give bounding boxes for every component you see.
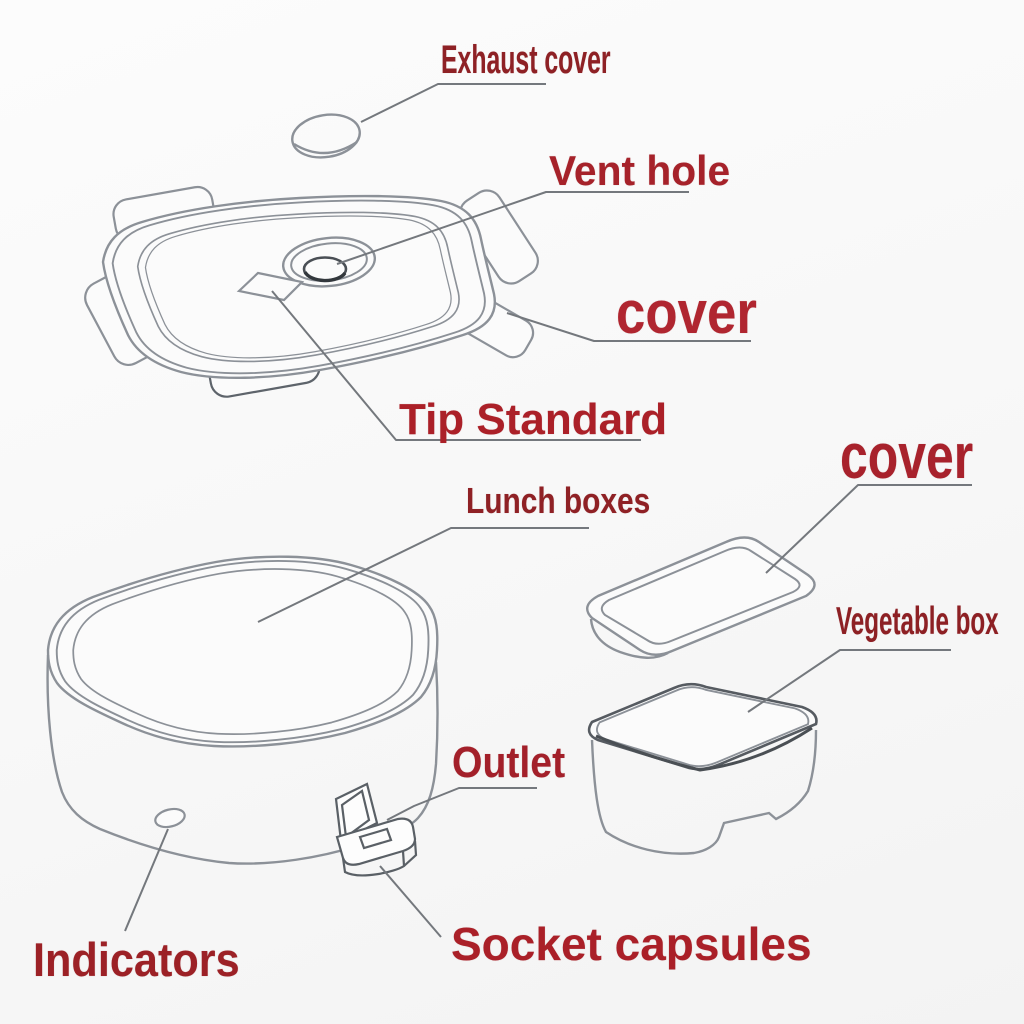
label-exhaust-cover: Exhaust cover — [441, 38, 611, 82]
leader-vent-hole — [336, 191, 689, 265]
leader-outlet — [386, 787, 537, 821]
label-socket-capsules: Socket capsules — [451, 918, 812, 970]
leader-vegetable-box — [747, 649, 951, 713]
leader-lunch-boxes — [257, 527, 589, 623]
tip-standard-drawing — [236, 271, 305, 302]
leader-cover-top — [506, 312, 751, 342]
leader-tip-standard — [271, 290, 641, 441]
leader-indicators — [124, 828, 169, 932]
vent-hole-drawing — [281, 236, 377, 288]
label-cover-top: cover — [616, 279, 757, 346]
lunch-box-drawing — [46, 555, 439, 877]
label-cover-right: cover — [840, 420, 974, 492]
leader-cover-right — [765, 484, 972, 574]
leader-lines — [124, 83, 972, 938]
vegetable-box-drawing — [587, 682, 818, 855]
leader-socket-capsules — [379, 865, 442, 938]
label-indicators: Indicators — [33, 933, 240, 986]
label-lunch-boxes: Lunch boxes — [466, 480, 651, 521]
label-tip-standard: Tip Standard — [399, 395, 668, 444]
label-vent-hole: Vent hole — [549, 147, 731, 194]
indicator-light-drawing — [154, 807, 186, 829]
label-vegetable-box: Vegetable box — [836, 600, 999, 643]
exhaust-cover-drawing — [291, 113, 361, 159]
label-outlet: Outlet — [452, 738, 566, 787]
lid-drawing — [84, 185, 539, 398]
small-cover-drawing — [586, 536, 816, 659]
leader-exhaust-cover — [360, 83, 546, 123]
socket-drawing — [334, 782, 418, 877]
